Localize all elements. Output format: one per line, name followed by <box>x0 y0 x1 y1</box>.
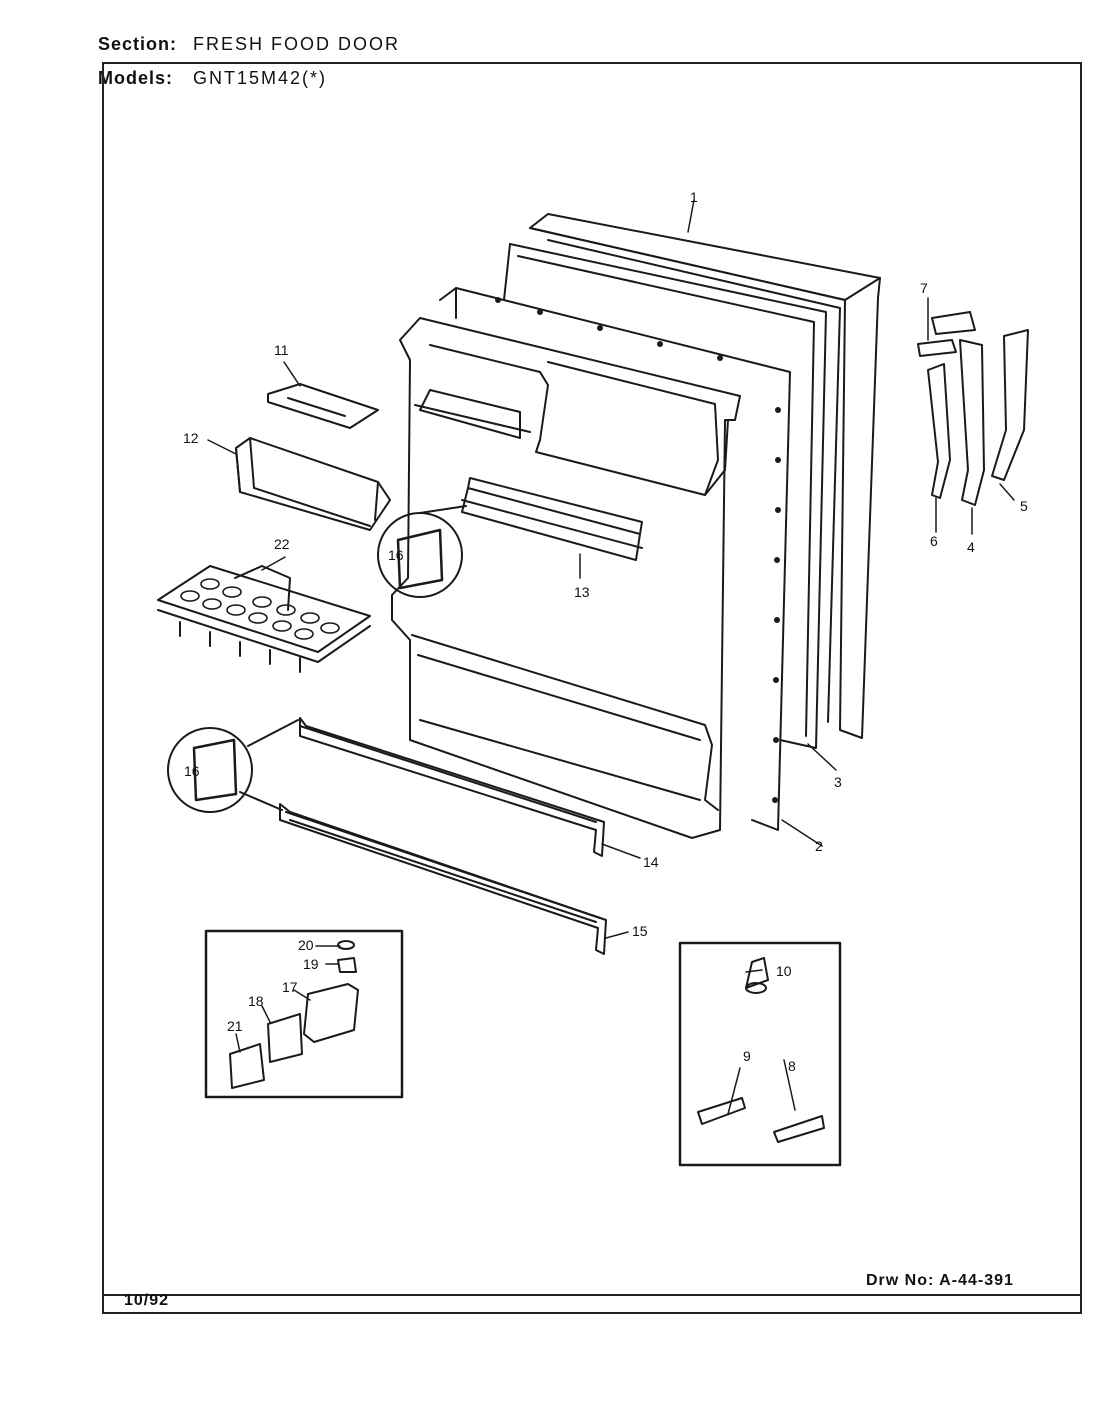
egg-tray <box>157 565 371 673</box>
models-value: GNT15M42(*) <box>193 68 328 88</box>
drawing-number: Drw No: A-44-391 <box>866 1272 1014 1289</box>
callout-20: 20 <box>298 937 314 953</box>
clip-detail-lower <box>167 719 299 813</box>
footer-date: 10/92 <box>124 1292 170 1309</box>
door-gasket <box>503 243 827 749</box>
leader-lines <box>207 199 1015 1115</box>
callout-labels: 1 2 3 4 5 6 7 8 9 10 11 12 13 14 15 16 1… <box>183 189 1028 1074</box>
callout-13: 13 <box>574 584 590 600</box>
hinge-hardware-inset <box>204 929 404 1099</box>
callout-2: 2 <box>815 838 823 854</box>
hinge-parts <box>917 311 1029 506</box>
section-header: Section: FRESH FOOD DOOR <box>98 34 400 55</box>
callout-21: 21 <box>227 1018 243 1034</box>
outer-door-panel <box>529 213 881 739</box>
fastener-inset <box>678 941 842 1167</box>
dairy-compartment <box>235 437 391 531</box>
models-label: Models: <box>98 68 174 88</box>
bottom-shelf-rail <box>279 803 607 955</box>
callout-11: 11 <box>274 342 289 358</box>
lower-shelf-rail <box>299 717 605 857</box>
callout-16-lower: 16 <box>184 763 200 779</box>
callout-18: 18 <box>248 993 264 1009</box>
models-header: Models: GNT15M42(*) <box>98 68 327 89</box>
callout-10: 10 <box>776 963 792 979</box>
callout-17: 17 <box>282 979 298 995</box>
egg-cups <box>180 578 340 640</box>
callout-7: 7 <box>920 280 928 296</box>
callout-8: 8 <box>788 1058 796 1074</box>
drawing-frame <box>102 62 1082 1314</box>
callout-15: 15 <box>632 923 648 939</box>
callout-9: 9 <box>743 1048 751 1064</box>
callout-19: 19 <box>303 956 319 972</box>
footer-divider <box>102 1294 1082 1296</box>
callout-12: 12 <box>183 430 199 446</box>
section-label: Section: <box>98 34 178 54</box>
callout-5: 5 <box>1020 498 1028 514</box>
callout-14: 14 <box>643 854 659 870</box>
liner-screw-holes <box>495 297 781 803</box>
callout-22: 22 <box>274 536 290 552</box>
callout-4: 4 <box>967 539 975 555</box>
callout-6: 6 <box>930 533 938 549</box>
section-value: FRESH FOOD DOOR <box>193 34 401 54</box>
inner-door-liner <box>391 287 791 839</box>
callout-3: 3 <box>834 774 842 790</box>
callout-16-upper: 16 <box>388 547 404 563</box>
clip-detail-upper <box>377 505 467 598</box>
callout-1: 1 <box>690 189 698 205</box>
butter-compartment-cover <box>267 383 379 429</box>
upper-shelf-rail <box>461 499 643 549</box>
